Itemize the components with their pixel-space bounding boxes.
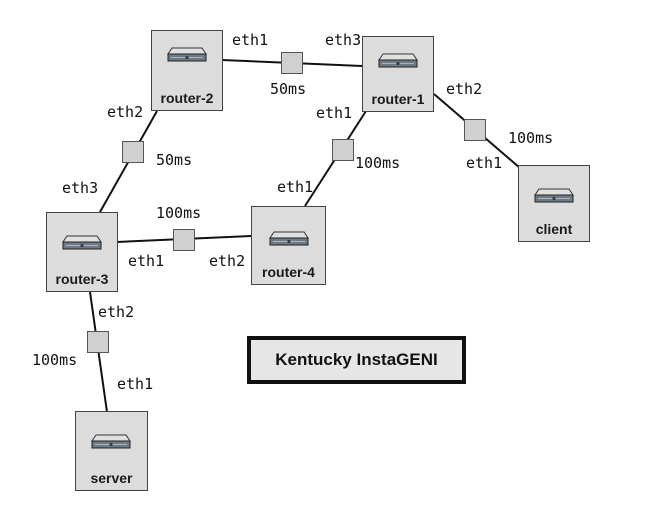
link-box-router2-router3[interactable] [122,141,144,163]
iface-label-server-eth1: eth1 [117,375,154,393]
node-label: router-1 [371,91,425,107]
iface-label-router3-eth1: eth1 [128,252,165,270]
iface-label-router1-eth2: eth2 [446,80,483,98]
server-device-icon [534,188,574,203]
site-label-box: Kentucky InstaGENI [247,336,466,384]
iface-label-router2-eth1: eth1 [232,31,269,49]
iface-label-router1-eth1: eth1 [316,104,353,122]
node-label: router-4 [262,264,315,280]
latency-label-router1-router4: 100ms [355,154,401,172]
server-device-icon [167,47,207,62]
latency-label-router1-client: 100ms [508,129,554,147]
iface-label-router4-eth2: eth2 [209,252,246,270]
node-router-1[interactable]: router-1 [362,36,434,112]
node-router-2[interactable]: router-2 [151,30,223,111]
latency-label-router3-router4: 100ms [156,204,202,222]
node-label: router-2 [160,90,214,106]
node-label: server [90,470,133,486]
node-router-4[interactable]: router-4 [251,206,326,285]
node-label: client [535,221,573,237]
link-box-router3-server[interactable] [87,331,109,353]
iface-label-router4-eth1: eth1 [277,178,314,196]
latency-label-router3-server: 100ms [32,351,78,369]
node-router-3[interactable]: router-3 [46,212,118,292]
latency-label-router2-router1: 50ms [270,80,307,98]
server-device-icon [62,235,102,250]
link-box-router2-router1[interactable] [281,52,303,74]
iface-label-router1-eth3: eth3 [325,31,362,49]
node-client[interactable]: client [518,165,590,242]
iface-label-router2-eth2: eth2 [107,103,144,121]
link-box-router3-router4[interactable] [173,229,195,251]
link-box-router1-router4[interactable] [332,139,354,161]
link-box-router1-client[interactable] [464,119,486,141]
server-device-icon [91,434,131,449]
node-server[interactable]: server [75,411,148,491]
iface-label-router3-eth2: eth2 [98,303,135,321]
iface-label-client-eth1: eth1 [466,154,503,172]
iface-label-router3-eth3: eth3 [62,179,99,197]
site-label: Kentucky InstaGENI [275,350,438,369]
server-device-icon [378,53,418,68]
server-device-icon [269,231,309,246]
latency-label-router2-router3: 50ms [156,151,193,169]
node-label: router-3 [55,271,109,287]
